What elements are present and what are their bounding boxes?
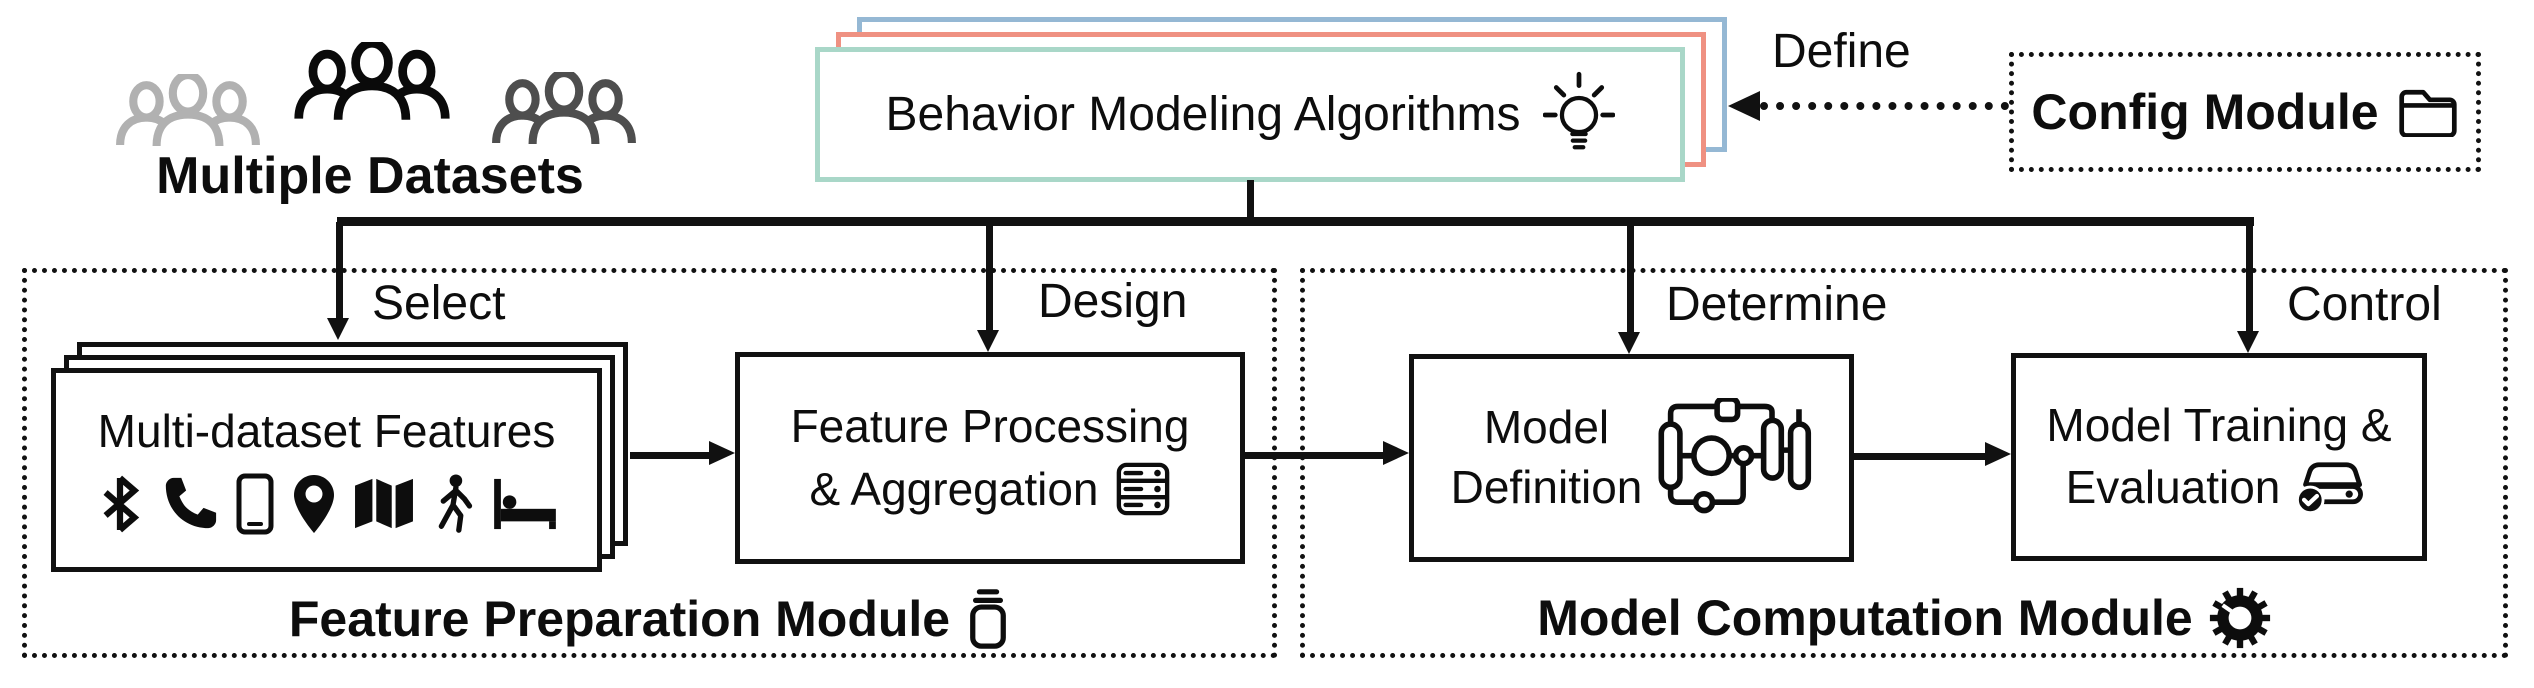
model-module-title: Model Computation Module xyxy=(1537,590,2193,646)
bluetooth-icon xyxy=(95,474,145,534)
model-training-line1: Model Training & xyxy=(2046,398,2392,451)
algorithms-box: Behavior Modeling Algorithms xyxy=(815,47,1685,182)
definition-to-training-arrow xyxy=(1854,442,2011,466)
model-definition-box: Model Definition xyxy=(1409,354,1854,562)
server-icon xyxy=(1115,461,1171,517)
feature-processing-line2: & Aggregation xyxy=(809,463,1099,515)
multi-dataset-features-label: Multi-dataset Features xyxy=(97,405,556,457)
config-module-label: Config Module xyxy=(2031,84,2379,140)
define-arrow xyxy=(1728,91,2009,121)
select-label: Select xyxy=(372,277,506,330)
feature-processing-box: Feature Processing & Aggregation xyxy=(735,352,1245,564)
location-pin-icon xyxy=(291,473,337,535)
people-group-icon xyxy=(290,42,454,121)
walking-person-icon xyxy=(431,473,475,535)
design-arrow xyxy=(977,222,999,352)
smartphone-icon xyxy=(235,473,275,535)
processing-to-definition-arrow xyxy=(1245,441,1409,465)
model-computation-module: Model Computation Module xyxy=(1300,268,2508,658)
people-group-icon xyxy=(112,74,264,147)
bed-icon xyxy=(491,477,559,531)
determine-label: Determine xyxy=(1666,278,1888,331)
multi-dataset-features-box: Multi-dataset Features xyxy=(51,368,602,572)
model-definition-line1: Model xyxy=(1483,401,1610,454)
stacked-jar-icon xyxy=(966,588,1010,649)
select-arrow xyxy=(327,222,349,340)
model-training-box: Model Training & Evaluation xyxy=(2011,353,2427,561)
config-module-box: Config Module xyxy=(2009,52,2481,172)
feature-preparation-module: Feature Preparation Module xyxy=(22,268,1277,658)
define-label: Define xyxy=(1772,25,1911,78)
folder-icon xyxy=(2397,87,2459,137)
features-to-processing-arrow xyxy=(630,441,735,465)
control-arrow xyxy=(2237,222,2259,353)
map-icon xyxy=(353,476,415,532)
model-graph-icon xyxy=(1652,397,1812,519)
people-group-icon xyxy=(488,72,640,145)
feature-source-icons xyxy=(95,472,559,536)
model-definition-line2: Definition xyxy=(1450,461,1643,513)
design-label: Design xyxy=(1038,275,1188,328)
algorithms-stem-line xyxy=(1247,180,1254,222)
multiple-datasets-label: Multiple Datasets xyxy=(156,147,584,205)
control-label: Control xyxy=(2287,278,2442,331)
phone-icon xyxy=(161,475,219,533)
determine-arrow xyxy=(1618,222,1640,354)
feature-module-title: Feature Preparation Module xyxy=(288,590,951,647)
drive-check-icon xyxy=(2296,458,2372,517)
trunk-line xyxy=(337,217,2254,226)
model-training-line2: Evaluation xyxy=(2065,461,2281,513)
gear-icon xyxy=(2209,587,2271,649)
feature-processing-line1: Feature Processing xyxy=(790,400,1190,452)
lightbulb-idea-icon xyxy=(1542,71,1615,159)
algorithms-label: Behavior Modeling Algorithms xyxy=(885,88,1521,141)
